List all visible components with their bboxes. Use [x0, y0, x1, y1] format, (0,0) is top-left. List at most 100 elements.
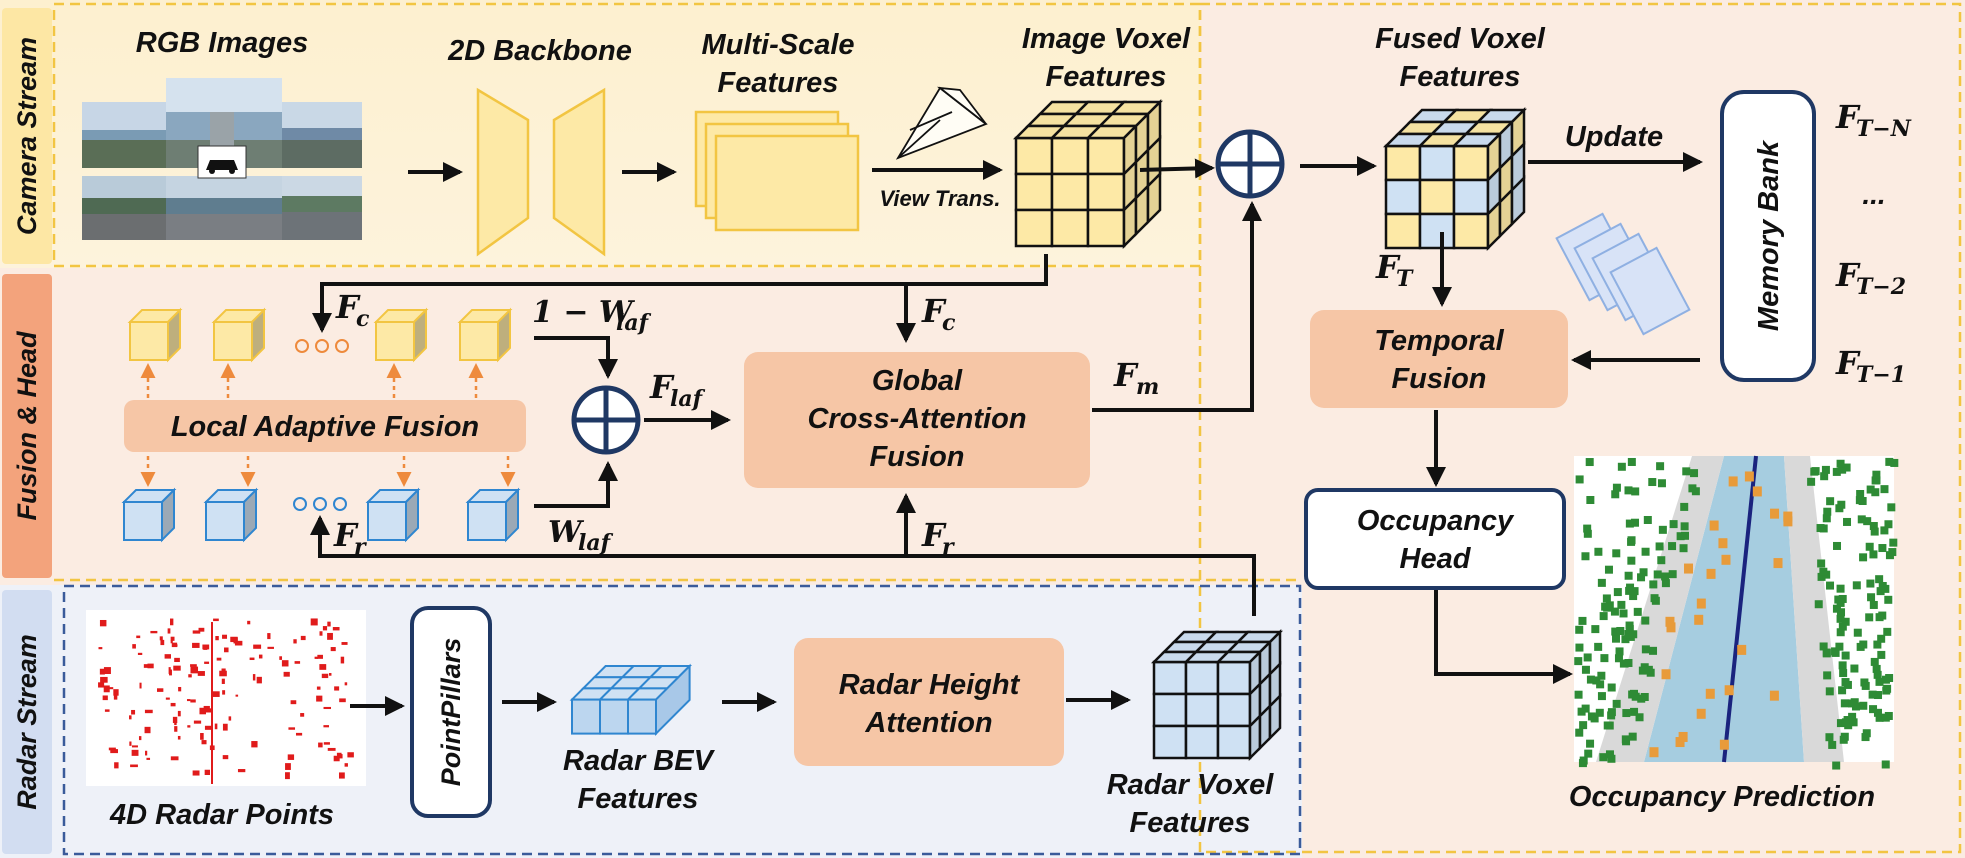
occupancy-head-line2: Head: [1400, 543, 1472, 575]
radar-height-attention-line2: Attention: [864, 707, 992, 739]
occupancy-head-box: [1304, 488, 1566, 590]
arrow-global-to-sum: [1092, 201, 1262, 412]
svg-text:F: F: [649, 368, 675, 406]
update-label: Update: [1565, 121, 1663, 153]
multiscale-title-line1: Multi-Scale: [701, 29, 854, 61]
local-radar-dots: [293, 497, 347, 511]
global-cross-attention-box: [744, 352, 1090, 488]
symbol-ft-n: FT−N: [1835, 98, 1912, 142]
radar-stream-label: Radar Stream: [12, 634, 42, 810]
fusion-head-tab: [2, 274, 52, 578]
multiscale-title-line2: Features: [718, 67, 839, 99]
camera-stream-label: Camera Stream: [12, 37, 42, 235]
memory-bank-label: Memory Bank: [1753, 139, 1785, 331]
memory-bank-box: [1720, 90, 1816, 382]
memory-ellipsis: ...: [1862, 179, 1885, 210]
image-voxel-title-line1: Image Voxel: [1022, 23, 1191, 55]
svg-text:F: F: [1835, 256, 1861, 294]
radar-bev-block: [569, 663, 693, 737]
radar-bev-line2: Features: [578, 783, 699, 815]
temporal-fusion-box: [1310, 310, 1568, 408]
radar-height-attention-line1: Radar Height: [839, 669, 1021, 701]
svg-text:r: r: [354, 534, 367, 560]
image-voxel-cube: [1012, 98, 1164, 250]
svg-text:r: r: [942, 534, 955, 560]
rgb-images-thumbnails: [82, 78, 362, 240]
fused-voxel-cube: [1382, 106, 1528, 252]
svg-text:F: F: [1113, 356, 1139, 394]
svg-text:c: c: [942, 310, 956, 336]
arrow-fr-to-local: [310, 515, 1256, 616]
svg-text:laf: laf: [616, 310, 652, 336]
fusion-sum-local: [571, 385, 641, 455]
svg-text:F: F: [1375, 248, 1401, 286]
local-adaptive-fusion-box: [124, 400, 526, 452]
arrow-head-to-prediction: [1434, 590, 1573, 684]
svg-text:laf: laf: [670, 386, 706, 412]
fused-voxel-title-line2: Features: [1400, 61, 1521, 93]
occupancy-prediction-label: Occupancy Prediction: [1569, 781, 1875, 813]
radar-stream-tab: [2, 590, 52, 854]
arrow-weight-top: [534, 336, 618, 379]
svg-text:F: F: [1835, 344, 1861, 382]
symbol-ft: FT: [1375, 248, 1414, 292]
multiscale-features-stack: [694, 110, 860, 232]
radar-points-scatter: [98, 618, 354, 784]
symbol-fr-global: Fr: [921, 516, 955, 560]
svg-text:T: T: [1396, 266, 1414, 292]
pointpillars-box: [410, 606, 492, 818]
global-cross-attention-line1: Global: [872, 365, 963, 397]
svg-text:F: F: [921, 516, 947, 554]
global-cross-attention-line3: Fusion: [869, 441, 964, 473]
symbol-fr-local: Fr: [333, 516, 367, 560]
local-adaptive-fusion-label: Local Adaptive Fusion: [171, 411, 479, 443]
occupancy-prediction-image: [1574, 455, 1899, 770]
rgb-images-title: RGB Images: [136, 27, 308, 59]
svg-text:F: F: [921, 292, 947, 330]
radar-bev-line1: Radar BEV: [563, 745, 716, 777]
arrow-weight-bottom: [534, 461, 618, 508]
svg-text:T−2: T−2: [1856, 274, 1906, 300]
image-voxel-title-line2: Features: [1046, 61, 1167, 93]
local-dotted-arrows-up: [140, 363, 484, 398]
svg-text:1 − W: 1 − W: [532, 295, 636, 330]
temporal-fusion-line1: Temporal: [1374, 325, 1504, 357]
arrow-image-to-sum: [1139, 158, 1215, 179]
memory-frames-icon: [1555, 212, 1691, 336]
radar-voxel-cube: [1150, 628, 1284, 762]
pointpillars-label: PointPillars: [436, 638, 466, 787]
svg-text:m: m: [1136, 374, 1159, 400]
fusion-right-border: [1198, 2, 1962, 854]
radar-voxel-line2: Features: [1130, 807, 1251, 839]
svg-text:T−N: T−N: [1856, 116, 1912, 142]
svg-text:F: F: [335, 288, 361, 326]
svg-text:W: W: [548, 515, 585, 550]
svg-text:laf: laf: [578, 530, 614, 556]
local-camera-cubes: [127, 307, 513, 363]
symbol-fc-global: Fc: [921, 292, 956, 336]
radar-region-border: [62, 584, 1302, 856]
backbone-shape: [476, 87, 606, 257]
symbol-fc-local: Fc: [335, 288, 370, 332]
backbone-title: 2D Backbone: [447, 35, 632, 67]
global-cross-attention-line2: Cross-Attention: [807, 403, 1026, 435]
fusion-head-label: Fusion & Head: [12, 331, 42, 521]
arrow-fc-to-local: [312, 254, 1048, 333]
local-camera-dots: [295, 339, 349, 353]
symbol-ft-1: FT−1: [1835, 344, 1906, 388]
svg-text:c: c: [356, 306, 370, 332]
view-trans-label: View Trans.: [879, 186, 1000, 211]
symbol-ft-2: FT−2: [1835, 256, 1906, 300]
svg-text:F: F: [1835, 98, 1861, 136]
fusion-sum-top: [1215, 129, 1285, 199]
local-radar-cubes: [121, 487, 521, 543]
svg-text:T−1: T−1: [1856, 362, 1906, 388]
radar-points-label: 4D Radar Points: [109, 799, 334, 831]
radar-height-attention-box: [794, 638, 1064, 766]
temporal-fusion-line2: Fusion: [1391, 363, 1486, 395]
